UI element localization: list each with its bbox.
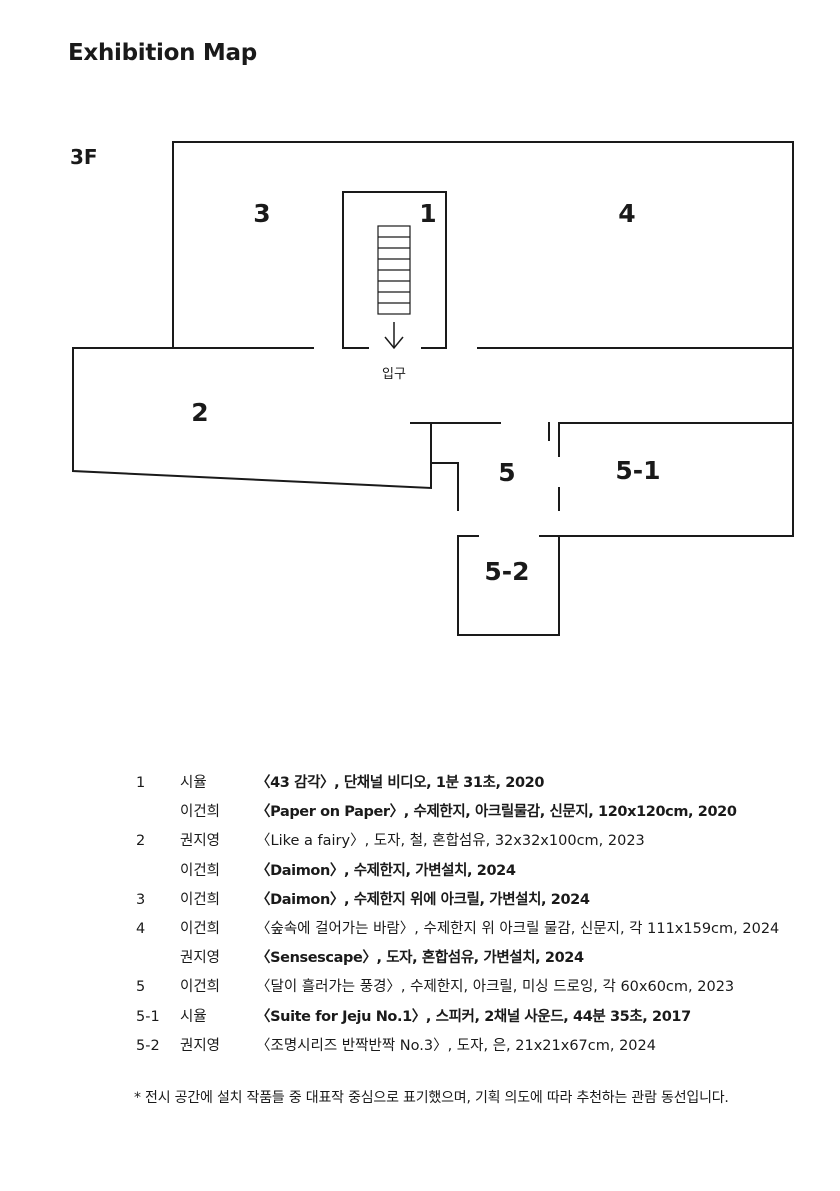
legend-artist: 이건희 [180,920,221,937]
legend-room-number: 5-2 [136,1037,160,1054]
entrance-label: 입구 [382,367,406,382]
legend-row: 5 이건희 〈달이 흘러가는 풍경〉, 수제한지, 아크릴, 미싱 드로잉, 각… [136,973,816,1002]
legend-work: 〈Daimon〉, 수제한지 위에 아크릴, 가변설치, 2024 [256,891,590,908]
room-label-5-1: 5-1 [615,456,660,485]
legend-work: 〈조명시리즈 반짝반짝 No.3〉, 도자, 은, 21x21x67cm, 20… [256,1037,656,1054]
wall-room-5-left [430,462,459,511]
artwork-legend: 1 시율 〈43 감각〉, 단채널 비디오, 1분 31초, 2020 이건희 … [136,769,816,1061]
legend-work: 〈숲속에 걸어가는 바람〉, 수제한지 위 아크릴 물감, 신문지, 각 111… [256,920,780,937]
legend-room-number [136,944,180,973]
arrow-down-icon [384,322,404,350]
legend-room-number: 5-1 [136,1008,160,1025]
legend-work: 〈Suite for Jeju No.1〉, 스피커, 2채널 사운드, 44분… [256,1008,691,1025]
legend-work: 〈달이 흘러가는 풍경〉, 수제한지, 아크릴, 미싱 드로잉, 각 60x60… [256,979,735,996]
page-title: Exhibition Map [68,40,257,66]
floor-label: 3F [70,145,98,169]
wall-upper-left [172,141,794,537]
legend-work: 〈Sensescape〉, 도자, 혼합섬유, 가변설치, 2024 [256,950,584,967]
footnote: * 전시 공간에 설치 작품들 중 대표작 중심으로 표기했으며, 기획 의도에… [134,1090,729,1106]
room-label-5-2: 5-2 [484,557,529,586]
legend-room-number: 5 [136,979,146,996]
legend-room-number [136,798,180,827]
legend-artist: 이건희 [180,804,221,821]
legend-room-number: 2 [136,833,146,850]
room-label-4: 4 [618,199,635,228]
room-label-3: 3 [253,199,270,228]
legend-artist: 이건희 [180,979,221,996]
legend-artist: 시율 [180,775,207,791]
legend-row: 1 시율 〈43 감각〉, 단채널 비디오, 1분 31초, 2020 [136,769,816,798]
legend-artist: 권지영 [180,1037,221,1054]
legend-artist: 시율 [180,1008,207,1025]
legend-row: 5-2 권지영 〈조명시리즈 반짝반짝 No.3〉, 도자, 은, 21x21x… [136,1032,816,1061]
legend-artist: 권지영 [180,950,221,967]
legend-work: 〈43 감각〉, 단채널 비디오, 1분 31초, 2020 [256,775,545,791]
legend-work: 〈Like a fairy〉, 도자, 철, 혼합섬유, 32x32x100cm… [256,833,645,850]
legend-work: 〈Daimon〉, 수제한지, 가변설치, 2024 [256,862,516,879]
legend-row: 권지영 〈Sensescape〉, 도자, 혼합섬유, 가변설치, 2024 [136,944,816,973]
legend-row: 4 이건희 〈숲속에 걸어가는 바람〉, 수제한지 위 아크릴 물감, 신문지,… [136,915,816,944]
room-label-2: 2 [191,398,208,427]
legend-row: 5-1 시율 〈Suite for Jeju No.1〉, 스피커, 2채널 사… [136,1003,816,1032]
floor-plan: 3F 입구 1 2 3 4 5 5-1 5-2 [70,141,794,636]
wall-room-1-left [342,191,447,349]
wall-room-2 [72,347,432,490]
room-label-5: 5 [498,458,515,487]
room-label-1: 1 [419,199,436,228]
legend-row: 이건희 〈Paper on Paper〉, 수제한지, 아크릴물감, 신문지, … [136,798,816,827]
wall-room-5-2 [457,535,560,636]
legend-room-number: 3 [136,891,146,908]
legend-artist: 이건희 [180,891,221,908]
legend-work: 〈Paper on Paper〉, 수제한지, 아크릴물감, 신문지, 120x… [256,804,737,821]
legend-room-number: 1 [136,775,146,791]
staircase-icon [377,225,411,315]
legend-row: 3 이건희 〈Daimon〉, 수제한지 위에 아크릴, 가변설치, 2024 [136,886,816,915]
legend-row: 이건희 〈Daimon〉, 수제한지, 가변설치, 2024 [136,857,816,886]
legend-artist: 권지영 [180,833,221,850]
legend-room-number: 4 [136,920,146,937]
legend-room-number [136,857,180,886]
legend-artist: 이건희 [180,862,221,879]
legend-row: 2 권지영 〈Like a fairy〉, 도자, 철, 혼합섬유, 32x32… [136,827,816,856]
